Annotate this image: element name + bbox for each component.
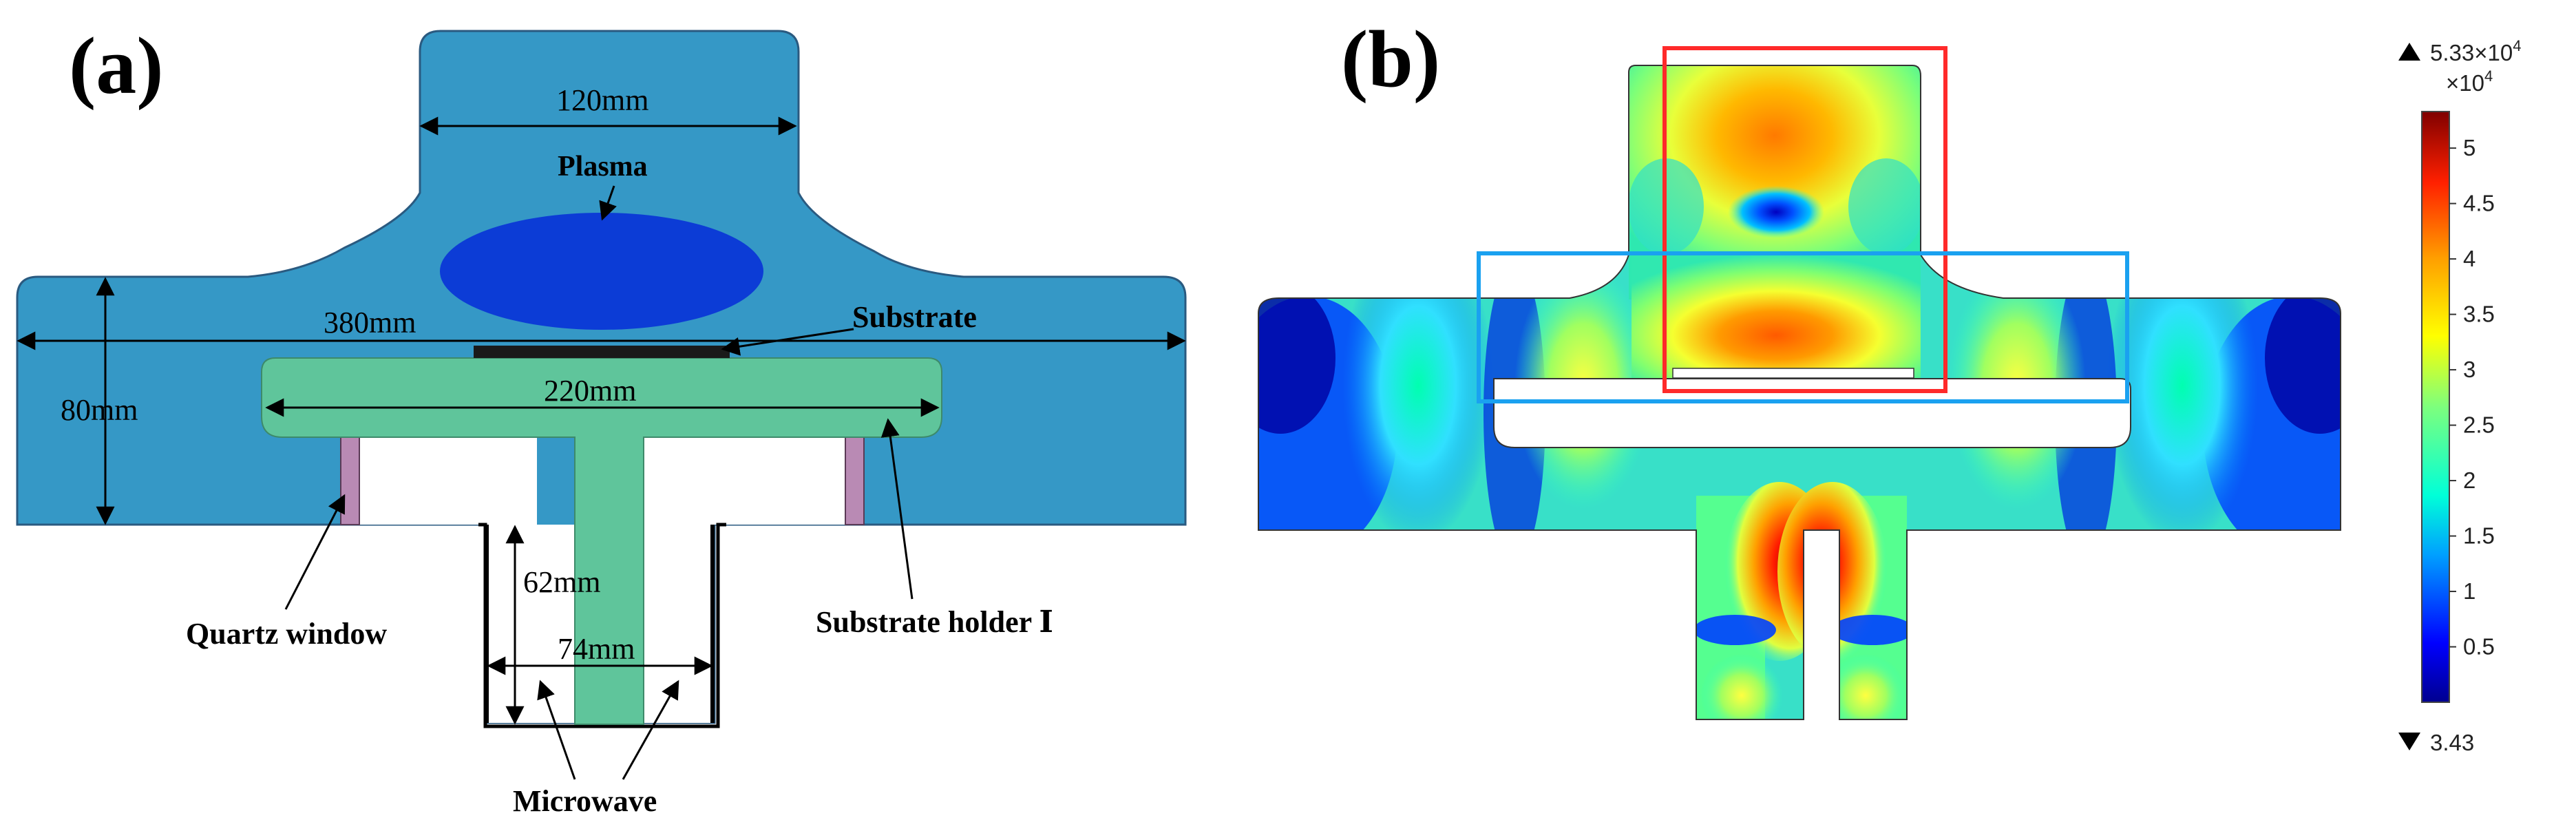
colorbar-min-text: 3.43 xyxy=(2430,730,2474,755)
field-dip-right xyxy=(1831,615,1914,645)
colorbar-min-marker xyxy=(2398,733,2420,750)
panel-b-label: (b) xyxy=(1341,14,1440,104)
quartz-window-right xyxy=(845,434,865,525)
field-waveguide-bottom-left xyxy=(1700,654,1783,719)
substrate xyxy=(474,346,730,358)
colorbar-max-text: 5.33×104 xyxy=(2430,37,2521,65)
field-waveguide-bottom-right xyxy=(1824,654,1907,719)
field-lobe-right xyxy=(2107,227,2258,544)
substrate-slot xyxy=(1672,368,1914,379)
plasma-leader xyxy=(599,185,617,221)
field-hot-mid xyxy=(1632,255,1921,379)
field-dip-left xyxy=(1693,615,1776,645)
panel-a-label: (a) xyxy=(69,21,164,111)
panel-a: (a) Plasma 120mm 380mm 80mm 220mm 62mm 7… xyxy=(16,21,1187,818)
colorbar-tick-label: 4.5 xyxy=(2463,191,2495,216)
substrate-holder xyxy=(261,357,942,725)
waveguide-outline xyxy=(478,523,726,728)
colorbar-tick-label: 3.5 xyxy=(2463,302,2495,327)
field-node-center xyxy=(1728,186,1824,238)
microwave-leader-left xyxy=(537,680,576,780)
colorbar-tick-label: 2 xyxy=(2463,467,2475,493)
colorbar-ticks: 5 4.5 4 3.5 3 2.5 2 1.5 1 0.5 xyxy=(2449,135,2495,660)
field-wash-right xyxy=(1848,158,1924,255)
colorbar-multiplier: ×104 xyxy=(2446,67,2493,96)
substrate-holder-leader xyxy=(880,418,914,600)
left-window-void xyxy=(341,435,537,525)
plasma-ellipse xyxy=(440,213,763,330)
panel-b: (b) xyxy=(1258,14,2521,755)
colorbar-tick-label: 5 xyxy=(2463,135,2475,160)
dim-waveguide-depth: 62mm xyxy=(523,565,600,599)
quartz-window-left xyxy=(340,434,360,525)
colorbar-tick-label: 0.5 xyxy=(2463,634,2495,660)
dim-holder-width: 220mm xyxy=(544,374,636,408)
field-lobe-left xyxy=(1342,227,1494,544)
field-outline xyxy=(1258,65,2341,720)
quartz-window-leader xyxy=(284,494,346,610)
red-highlight-box xyxy=(1662,46,1947,393)
plasma-label: Plasma xyxy=(558,151,648,182)
colorbar-ramp xyxy=(2421,111,2450,703)
colorbar-tick-label: 4 xyxy=(2463,246,2475,271)
substrate-holder-label: Substrate holder Ⅰ xyxy=(816,605,1053,639)
colorbar-max-marker xyxy=(2398,43,2420,61)
dim-waveguide-width: 74mm xyxy=(558,632,635,666)
microwave-leader-right xyxy=(622,680,679,780)
substrate-leader xyxy=(721,328,854,356)
field-node-left-core xyxy=(1258,282,1335,434)
colorbar-tick-label: 1.5 xyxy=(2463,523,2495,549)
dim-overall-width: 380mm xyxy=(324,306,416,339)
colorbar-tick-label: 1 xyxy=(2463,578,2475,604)
blue-highlight-box xyxy=(1477,251,2129,403)
right-window-void xyxy=(644,435,850,525)
colorbar-tick-label: 2.5 xyxy=(2463,412,2495,438)
field-node-right-core xyxy=(2265,282,2341,434)
quartz-window-label: Quartz window xyxy=(186,617,387,651)
microwave-label: Microwave xyxy=(513,784,657,818)
colorbar-tick-label: 3 xyxy=(2463,357,2475,382)
colorbar: 5.33×104 ×104 5 4.5 4 3.5 3 2.5 2 1.5 1 0.5 3.43 xyxy=(2398,37,2521,755)
dim-top-width: 120mm xyxy=(556,83,648,117)
dim-height: 80mm xyxy=(61,393,138,427)
substrate-label: Substrate xyxy=(852,300,977,334)
